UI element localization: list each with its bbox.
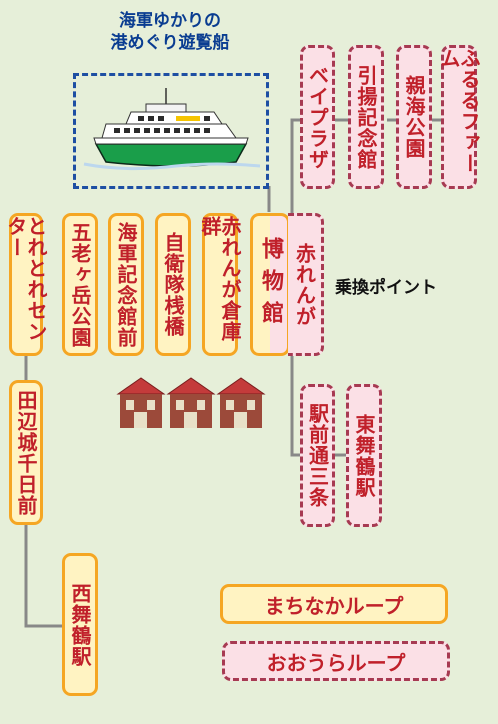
stop-akarenga: 赤れんが (288, 213, 324, 356)
red-brick-warehouse-icon (116, 377, 266, 428)
stop-tore-tore-center: とれとれセンター (4, 213, 48, 356)
transfer-point-label: 乗換ポイント (335, 278, 437, 298)
stop-hakubutsukan: 博物館 (250, 213, 290, 356)
stop-bay-plaza: ベイプラザ (300, 45, 335, 189)
stop-akarenga-sokogun: 赤れんが倉庫群 (198, 213, 242, 356)
stop-hikiage-kinenkan: 引揚記念館 (348, 45, 384, 189)
stop-nishi-maizuru-eki: 西舞鶴駅 (62, 553, 98, 696)
stop-ekimaedori-sanjo: 駅前通三条 (300, 384, 335, 527)
legend-machinaka-loop: まちなかループ (220, 584, 448, 624)
stop-kaigun-kinenkan-mae: 海軍記念館前 (108, 213, 144, 356)
stop-higashi-maizuru-eki: 東舞鶴駅 (346, 384, 382, 527)
cruise-title: 海軍ゆかりの 港めぐり遊覧船 (80, 10, 260, 54)
cruise-title-line2: 港めぐり遊覧船 (110, 33, 230, 53)
cruise-title-line1: 海軍ゆかりの (119, 11, 221, 31)
stop-shinkai-koen: 親海公園 (396, 45, 432, 189)
stop-tanabe-jo-senninmae: 田辺城千日前 (9, 380, 43, 525)
cruise-ship-icon (83, 88, 261, 171)
legend-ooura-loop: おおうらループ (222, 641, 450, 681)
stop-furusato-farm: ふるるファーム (437, 45, 481, 189)
stop-gorogatake-koen: 五老ヶ岳公園 (62, 213, 98, 356)
stop-jieitai-sanbashi: 自衛隊桟橋 (155, 213, 191, 356)
cruise-box (73, 73, 269, 189)
